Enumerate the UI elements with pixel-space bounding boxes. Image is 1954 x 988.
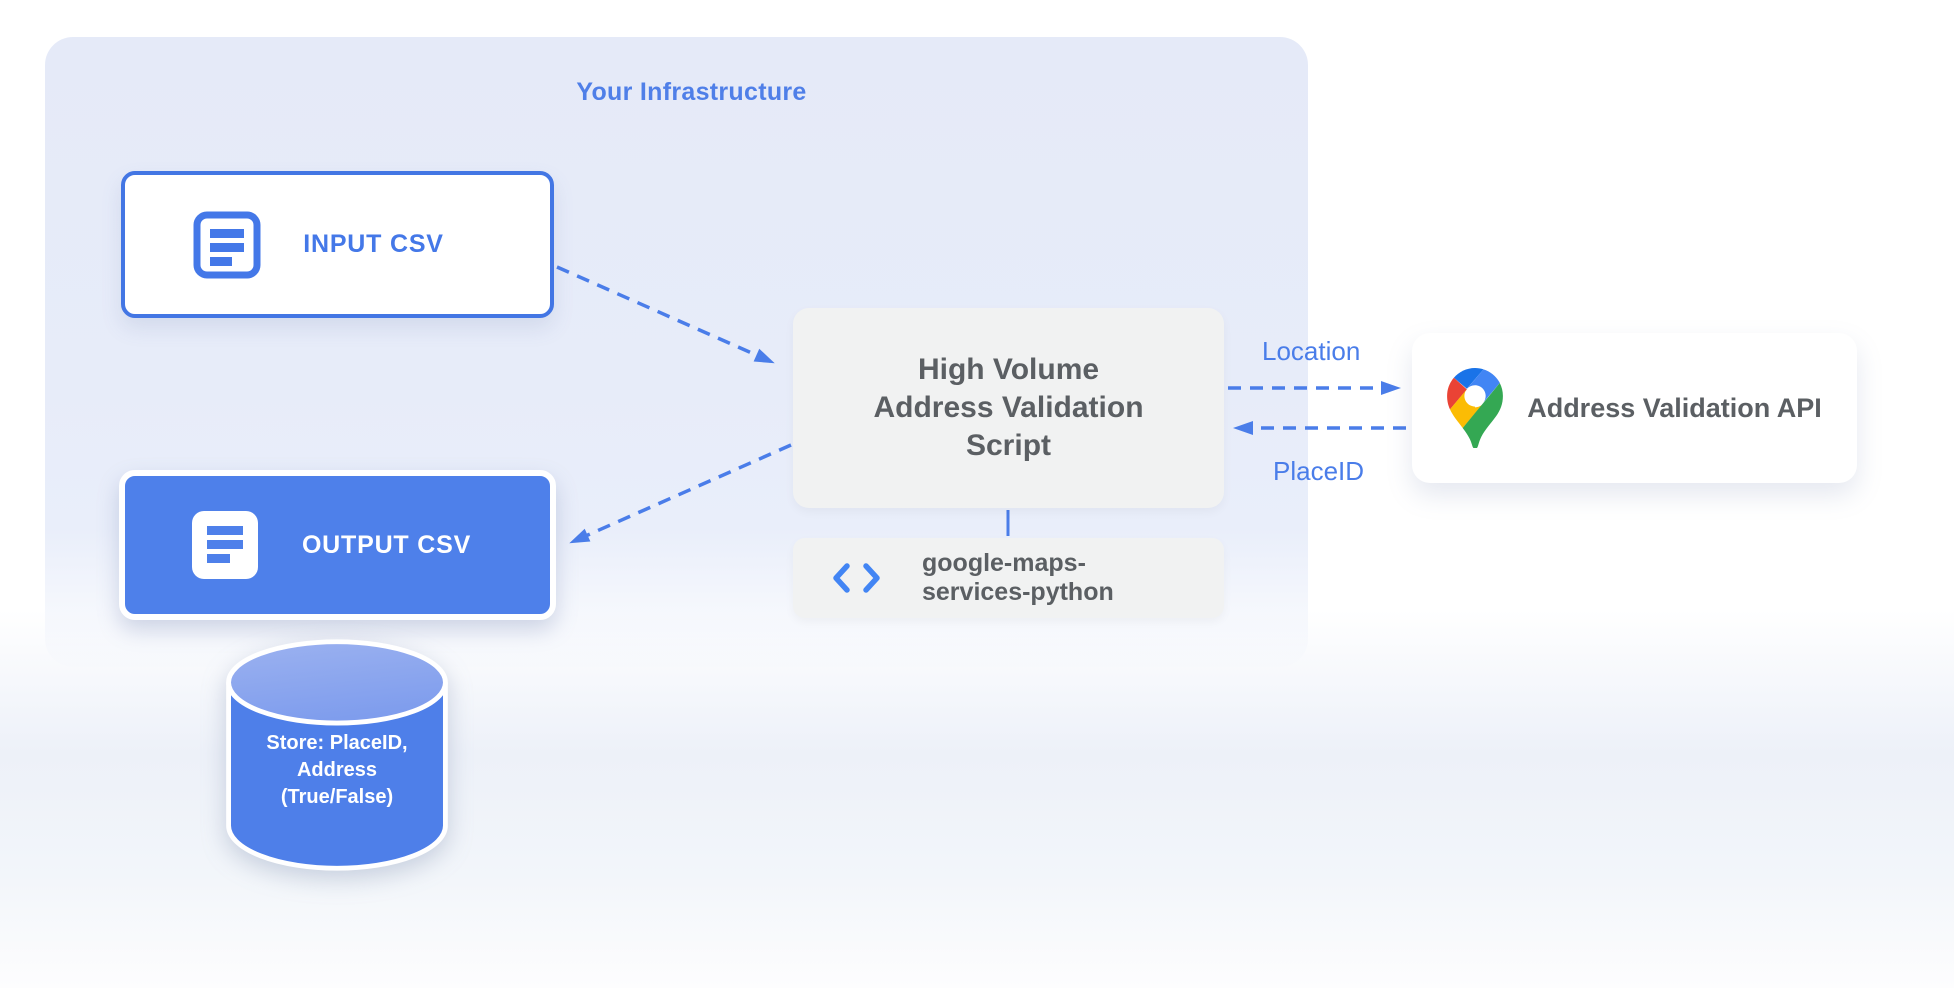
- google-maps-pin-icon: [1447, 368, 1504, 448]
- library-label: google-maps- services-python: [922, 549, 1114, 607]
- datastore-line-1: Store: PlaceID,: [266, 732, 408, 754]
- script-line-2: Address Validation: [873, 391, 1144, 424]
- library-line-1: google-maps-: [922, 549, 1086, 577]
- script-line-1: High Volume: [917, 353, 1100, 386]
- datastore-line-2: Address: [296, 759, 378, 781]
- placeid-edge-label: PlaceID: [1273, 456, 1365, 486]
- input-csv-label: INPUT CSV: [303, 230, 444, 258]
- api-node: Address Validation API: [1412, 333, 1857, 483]
- input-csv-node: INPUT CSV: [121, 171, 554, 318]
- library-line-2: services-python: [922, 578, 1114, 606]
- location-edge-label: Location: [1262, 336, 1361, 366]
- output-csv-label: OUTPUT CSV: [301, 530, 472, 559]
- script-line-3: Script: [965, 429, 1052, 462]
- database-cylinder: [216, 634, 458, 881]
- library-node: google-maps- services-python: [793, 538, 1224, 618]
- api-label: Address Validation API: [1527, 392, 1822, 423]
- edge-script-to-output: [569, 443, 792, 544]
- datastore-line-3: (True/False): [280, 786, 394, 808]
- edge-input-to-script: [556, 265, 775, 364]
- script-node: High Volume Address Validation Script: [793, 308, 1224, 508]
- output-csv-node: OUTPUT CSV: [119, 470, 556, 620]
- document-icon: [191, 209, 263, 281]
- document-icon: [190, 509, 260, 581]
- datastore-label: Store: PlaceID, Address (True/False): [222, 730, 452, 811]
- code-icon: [833, 563, 880, 593]
- infrastructure-title: Your Infrastructure: [576, 78, 807, 106]
